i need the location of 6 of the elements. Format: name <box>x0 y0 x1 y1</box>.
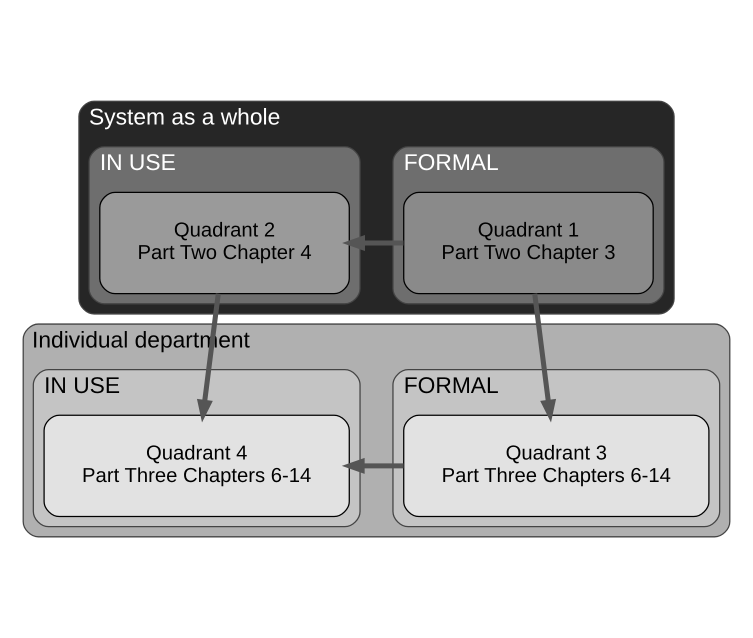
node-box: Quadrant 3 Part Three Chapters 6-14 <box>403 414 710 518</box>
arrow <box>342 458 404 474</box>
node-box: Quadrant 4 Part Three Chapters 6-14 <box>43 414 350 518</box>
arrow <box>342 235 404 252</box>
node-box: Quadrant 2 Part Two Chapter 4 <box>99 192 350 294</box>
node-box: Quadrant 1 Part Two Chapter 3 <box>403 192 654 294</box>
